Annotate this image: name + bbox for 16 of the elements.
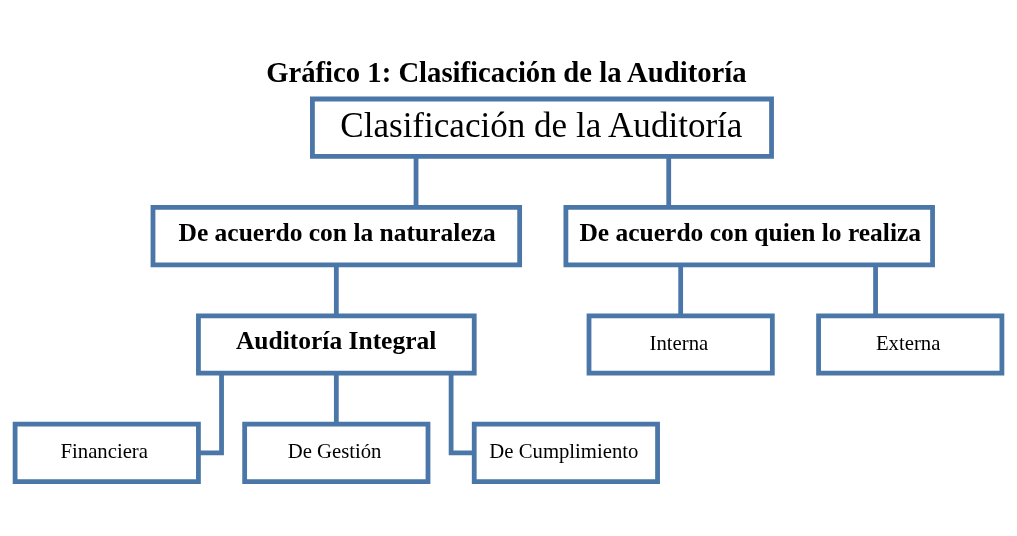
node-box: De Cumplimiento xyxy=(471,421,660,484)
connector xyxy=(678,265,684,316)
node-box: Interna xyxy=(586,313,775,376)
node-box: De acuerdo con quien lo realiza xyxy=(563,205,935,268)
connector xyxy=(873,265,878,316)
connector xyxy=(333,265,339,316)
node-box: De acuerdo con la naturaleza xyxy=(150,205,523,268)
node-box: Externa xyxy=(816,313,1005,376)
node-box: Financiera xyxy=(12,421,201,484)
node-box: De Gestión xyxy=(242,421,431,484)
connector xyxy=(666,156,672,207)
connector xyxy=(413,156,419,207)
node-box: Auditoría Integral xyxy=(196,313,477,376)
node-box: Clasificación de la Auditoría xyxy=(310,96,774,159)
connector xyxy=(333,373,339,424)
diagram-title: Gráfico 1: Clasificación de la Auditoría xyxy=(266,56,747,89)
